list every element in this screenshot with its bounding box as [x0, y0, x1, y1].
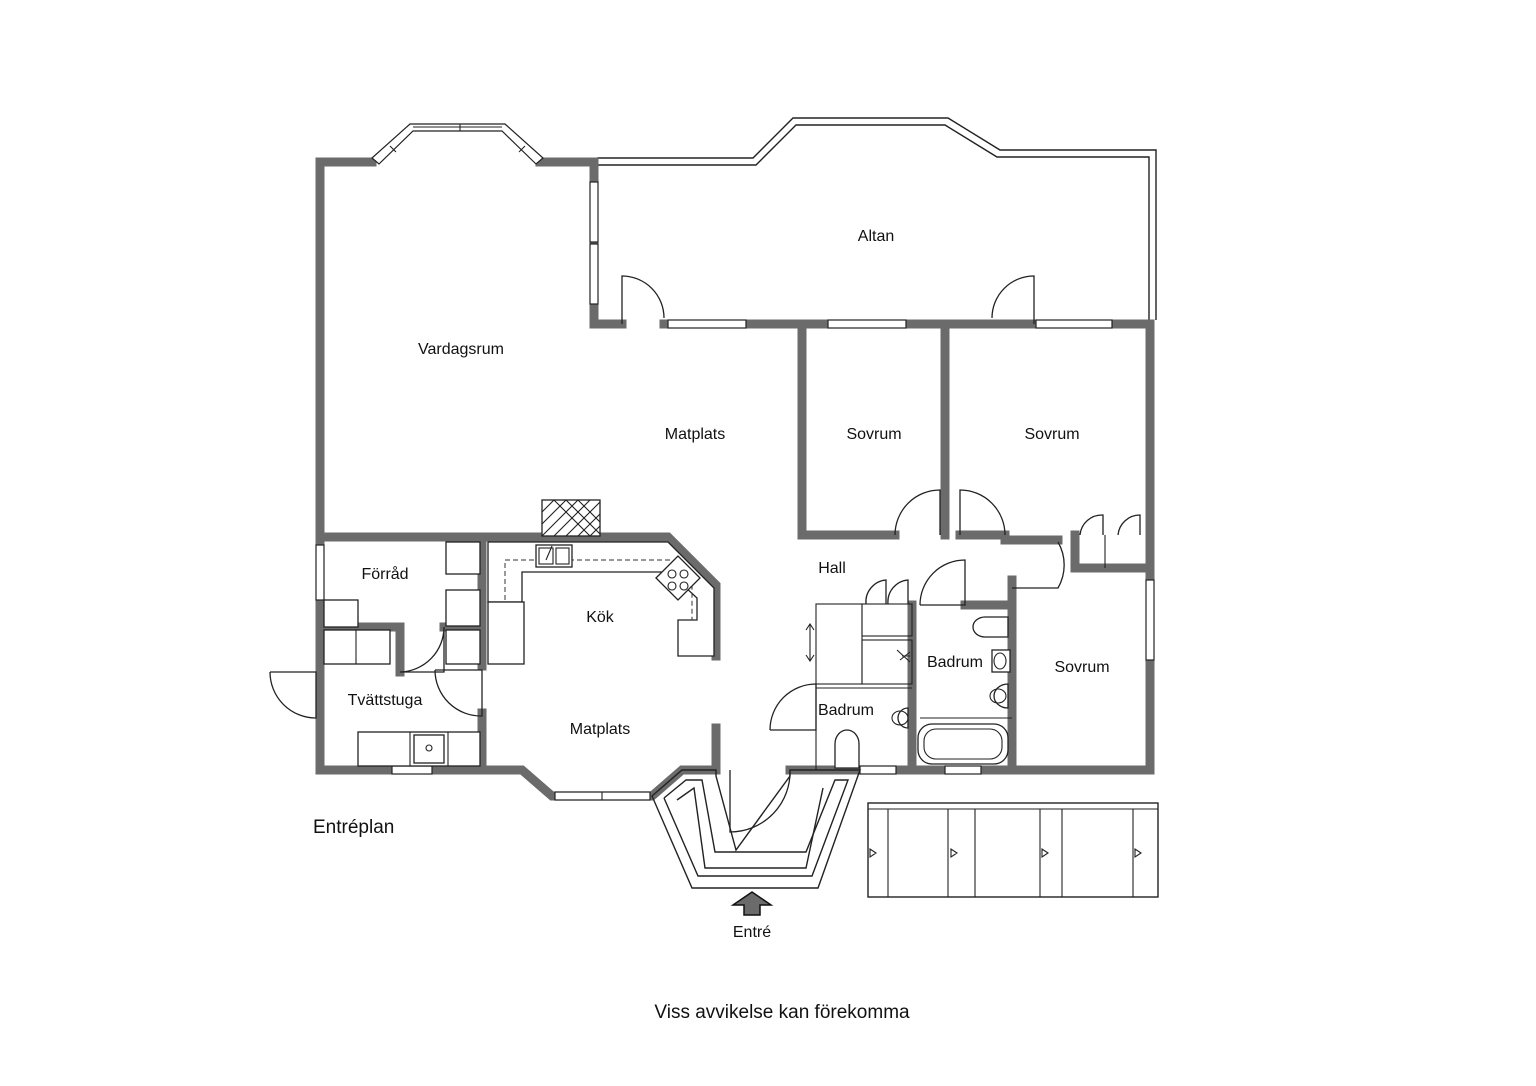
room-label-sovrum-1: Sovrum — [846, 426, 901, 443]
room-label-sovrum-2: Sovrum — [1024, 426, 1079, 443]
bathroom-1-fixtures — [805, 623, 911, 769]
disclaimer-text: Viss avvikelse kan förekomma — [654, 1002, 910, 1023]
exterior-walls — [315, 157, 1155, 801]
floor-label: Entréplan — [313, 817, 394, 838]
room-label-hall: Hall — [818, 560, 846, 577]
room-label-badrum-2: Badrum — [927, 654, 983, 671]
room-label-tvattstuga: Tvättstuga — [348, 692, 423, 709]
laundry-fixtures — [357, 731, 481, 767]
kitchen-fixtures — [487, 541, 715, 665]
room-label-kok: Kök — [586, 609, 615, 626]
room-label-matplats-upper: Matplats — [665, 426, 725, 443]
storage-shelves — [323, 541, 481, 665]
carport-outline — [867, 802, 1159, 898]
entrance-steps — [651, 769, 861, 889]
interior-walls — [315, 319, 1155, 775]
entrance-label: Entré — [733, 924, 771, 941]
bay-window-living — [371, 123, 544, 165]
room-label-altan: Altan — [858, 228, 894, 245]
bathroom-2-fixtures — [917, 616, 1011, 765]
room-label-badrum-1: Badrum — [818, 702, 874, 719]
entrance-arrow-icon — [730, 891, 774, 916]
room-label-vardagsrum: Vardagsrum — [418, 341, 504, 358]
room-label-forrad: Förråd — [361, 565, 408, 583]
room-labels: Altan Vardagsrum Matplats Sovrum Sovrum … — [313, 228, 1110, 1023]
doors — [269, 275, 1141, 833]
deck-outline — [597, 117, 1157, 320]
windows — [315, 181, 1155, 801]
room-label-sovrum-3: Sovrum — [1054, 659, 1109, 676]
fireplace — [541, 499, 601, 537]
room-label-matplats-lower: Matplats — [570, 721, 630, 738]
